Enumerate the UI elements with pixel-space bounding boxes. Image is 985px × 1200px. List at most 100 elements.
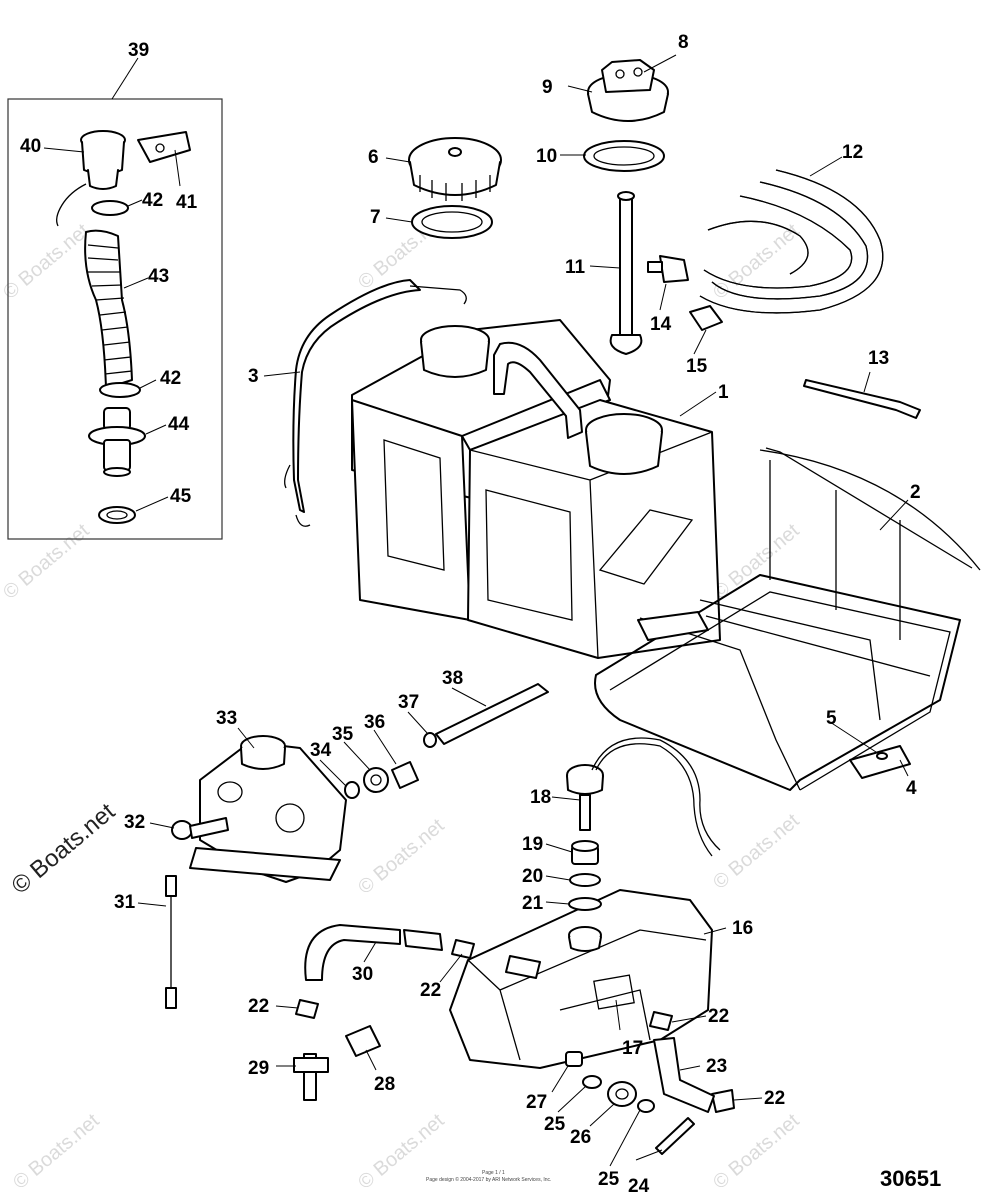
- spacer-part: [569, 873, 601, 887]
- watermark-dark: © Boats.net: [7, 798, 121, 900]
- page-count: Page 1 / 1: [482, 1170, 505, 1176]
- callout-22: 22: [248, 996, 269, 1017]
- leader-lines: [137, 54, 909, 1167]
- watermark: © Boats.net: [709, 519, 804, 603]
- pickup-tube-part: [609, 191, 643, 355]
- callout-41: 41: [176, 192, 198, 213]
- callout-23: 23: [706, 1056, 727, 1077]
- drain-hose-part: [653, 1037, 715, 1113]
- callout-45: 45: [170, 486, 192, 507]
- tank-cap-part: [408, 137, 502, 201]
- callout-40: 40: [20, 136, 41, 157]
- callout-25: 25: [598, 1169, 620, 1190]
- washer-part: [637, 1099, 655, 1113]
- hose-clamp-part: [711, 1089, 735, 1113]
- callout-3: 3: [248, 366, 259, 387]
- fill-kit-inset: [7, 57, 223, 540]
- hose-clamp-part: [91, 200, 129, 216]
- callout-16: 16: [732, 918, 753, 939]
- callout-7: 7: [370, 207, 381, 228]
- drawing-number: 30651: [880, 1166, 941, 1191]
- callouts: 39 40 41 42 43 42 44 45 8 9 10 6 7 12 11…: [20, 32, 921, 1197]
- callout-2: 2: [910, 482, 921, 503]
- primer-fitting-part: [689, 305, 723, 331]
- callout-43: 43: [148, 266, 169, 287]
- callout-15: 15: [686, 356, 708, 377]
- drive-shaft-part: [435, 683, 549, 745]
- o-ring-part: [344, 781, 360, 799]
- callout-44: 44: [168, 414, 190, 435]
- fill-hose-part: [84, 229, 133, 389]
- screw-part: [876, 752, 888, 760]
- gasket-part: [137, 131, 191, 163]
- watermark: © Boats.net: [9, 1109, 104, 1193]
- callout-22: 22: [420, 980, 441, 1001]
- hose-clamp-part: [451, 939, 475, 959]
- callout-27: 27: [526, 1092, 547, 1113]
- fill-cap-part: [56, 130, 126, 227]
- callout-37: 37: [398, 692, 419, 713]
- callout-26: 26: [570, 1127, 591, 1148]
- tank-strap-part: [284, 279, 467, 527]
- callout-28: 28: [374, 1074, 395, 1095]
- o-ring-part: [423, 732, 437, 748]
- fuel-fitting-part: [647, 255, 689, 283]
- fuel-tank-part: [351, 319, 721, 659]
- callout-22: 22: [764, 1088, 785, 1109]
- callout-20: 20: [522, 866, 543, 887]
- callout-30: 30: [352, 964, 373, 985]
- watermark: © Boats.net: [0, 219, 94, 303]
- watermark: © Boats.net: [709, 219, 804, 303]
- deck-fitting-part: [88, 407, 146, 477]
- watermark: © Boats.net: [709, 809, 804, 893]
- callout-17: 17: [622, 1038, 643, 1059]
- hose-fitting-part: [403, 929, 443, 951]
- screw-part: [655, 1117, 695, 1155]
- cap-gasket-part: [411, 205, 493, 239]
- hose-clamp-part: [649, 1011, 673, 1031]
- bushing-part: [565, 1051, 583, 1067]
- callout-12: 12: [842, 142, 863, 163]
- tee-fitting-part: [293, 1053, 329, 1101]
- copyright: Page design © 2004-2017 by ARI Network S…: [426, 1176, 551, 1183]
- washer-part: [98, 506, 136, 524]
- callout-4: 4: [906, 778, 917, 799]
- callout-6: 6: [368, 147, 379, 168]
- callout-24: 24: [628, 1176, 650, 1197]
- elbow-fitting-part: [505, 955, 541, 979]
- callout-13: 13: [868, 348, 889, 369]
- callout-29: 29: [248, 1058, 269, 1079]
- hose-connector-part: [345, 1025, 381, 1057]
- sender-gasket-part: [583, 140, 665, 172]
- callout-25: 25: [544, 1114, 566, 1135]
- linkage-rod-part: [165, 875, 177, 1009]
- oil-sender-part: [566, 737, 721, 857]
- grommet-part: [607, 1081, 637, 1107]
- bushing-part: [391, 761, 419, 789]
- callout-38: 38: [442, 668, 463, 689]
- callout-36: 36: [364, 712, 385, 733]
- callout-22: 22: [708, 1006, 729, 1027]
- watermark: © Boats.net: [709, 1109, 804, 1193]
- washer-part: [582, 1075, 602, 1089]
- watermark: © Boats.net: [354, 814, 449, 898]
- callout-21: 21: [522, 893, 544, 914]
- callout-33: 33: [216, 708, 237, 729]
- callout-39: 39: [128, 40, 149, 61]
- callout-1: 1: [718, 382, 729, 403]
- tank-bracket-part: [594, 447, 981, 791]
- callout-32: 32: [124, 812, 145, 833]
- callout-42: 42: [142, 190, 163, 211]
- oil-hose-part: [304, 924, 401, 981]
- callout-35: 35: [332, 724, 354, 745]
- seal-part: [363, 767, 389, 793]
- callout-14: 14: [650, 314, 672, 335]
- callout-34: 34: [310, 740, 332, 761]
- callout-9: 9: [542, 77, 553, 98]
- callout-8: 8: [678, 32, 689, 53]
- cable-tie-part: [803, 379, 921, 419]
- sender-cap-part: [587, 59, 669, 122]
- callout-10: 10: [536, 146, 557, 167]
- mounting-clip-part: [849, 745, 911, 779]
- o-ring-part: [568, 897, 602, 911]
